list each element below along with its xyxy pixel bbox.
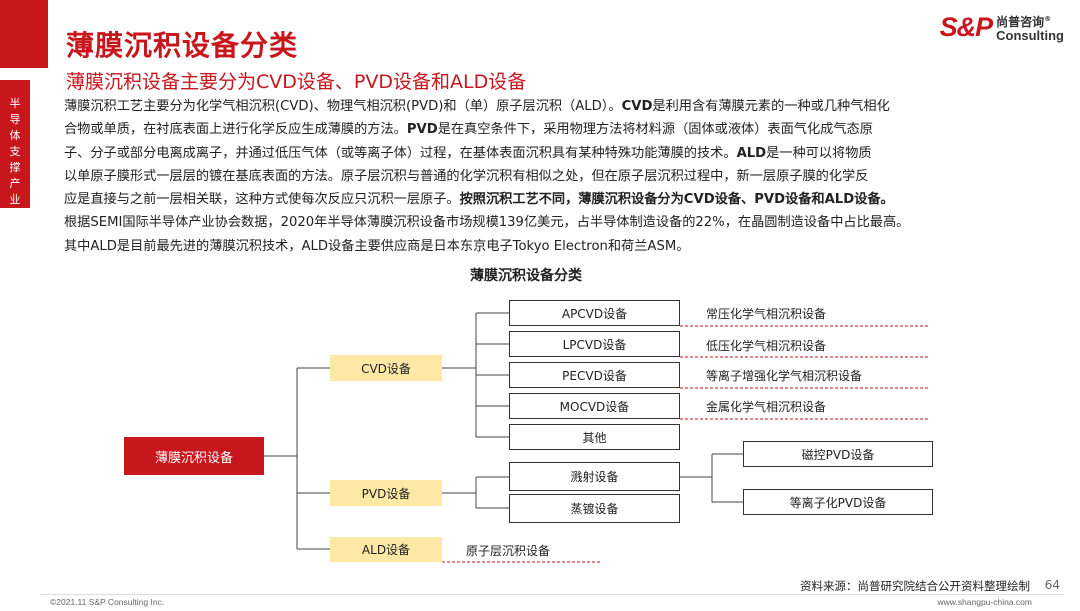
logo-mark: S&P	[939, 12, 994, 42]
cvd-item-mocvd: MOCVD设备	[509, 393, 680, 419]
body-segment: 薄膜沉积工艺主要分为化学气相沉积(CVD)、物理气相沉积(PVD)和（单）原子层…	[64, 99, 622, 114]
website-url: www.shangpu-china.com	[937, 597, 1033, 607]
company-logo: S&P 尚普咨询® Consulting	[940, 12, 1064, 43]
sidebar-char: 半	[9, 97, 21, 110]
cvd-desc-mocvd: 金属化学气相沉积设备	[706, 400, 827, 414]
copyright-text: ©2021.11 S&P Consulting Inc.	[50, 597, 165, 607]
body-segment: 是在真空条件下，采用物理方法将材料源（固体或液体）表面气化成气态原	[437, 122, 873, 138]
pvd-item-sputter: 溅射设备	[509, 462, 680, 491]
ald-desc: 原子层沉积设备	[466, 544, 551, 558]
category-node-pvd: PVD设备	[330, 480, 442, 506]
sidebar-char: 撑	[9, 161, 21, 174]
logo-english-name: Consulting	[996, 28, 1064, 43]
sidebar-char: 业	[9, 193, 21, 206]
top-left-red-bar	[0, 0, 48, 68]
sidebar-char: 支	[9, 145, 21, 158]
body-segment: 其中ALD是目前最先进的薄膜沉积技术，ALD设备主要供应商是日本东京电子Toky…	[64, 238, 690, 254]
diagram-title: 薄膜沉积设备分类	[470, 268, 582, 284]
body-line: 根据SEMI国际半导体产业协会数据，2020年半导体薄膜沉积设备市场规模139亿…	[64, 211, 1044, 234]
body-line: 合物或单质，在衬底表面上进行化学反应生成薄膜的方法。PVD是在真空条件下，采用物…	[64, 118, 1044, 141]
diagram-root-node: 薄膜沉积设备	[124, 437, 264, 475]
sputter-item-magnetron: 磁控PVD设备	[743, 441, 933, 467]
body-segment: 是利用含有薄膜元素的一种或几种气相化	[652, 99, 890, 114]
body-line: 其中ALD是目前最先进的薄膜沉积技术，ALD设备主要供应商是日本东京电子Toky…	[64, 235, 1044, 258]
cvd-desc-lpcvd: 低压化学气相沉积设备	[706, 339, 827, 353]
pvd-item-evaporation: 蒸镀设备	[509, 494, 680, 523]
source-note: 资料来源：尚普研究院结合公开资料整理绘制	[800, 579, 1030, 593]
body-bold-segment: ALD	[736, 145, 767, 161]
cvd-desc-apcvd: 常压化学气相沉积设备	[706, 307, 827, 321]
cvd-desc-pecvd: 等离子增强化学气相沉积设备	[706, 369, 863, 383]
body-segment: 子、分子或部分电离成离子，并通过低压气体（或等离子体）过程，在基体表面沉积具有某…	[64, 145, 737, 161]
cvd-item-other: 其他	[509, 424, 680, 450]
sidebar-char: 产	[9, 177, 21, 190]
footer-divider	[40, 594, 1064, 595]
sidebar-char: 导	[9, 113, 21, 126]
body-bold-segment: PVD	[406, 122, 438, 138]
page-number: 64	[1044, 578, 1060, 592]
body-segment: 应是直接与之前一层相关联，这种方式使每次反应只沉积一层原子。	[64, 192, 460, 208]
body-segment: 合物或单质，在衬底表面上进行化学反应生成薄膜的方法。	[64, 122, 407, 138]
body-line: 应是直接与之前一层相关联，这种方式使每次反应只沉积一层原子。按照沉积工艺不同，薄…	[64, 188, 1044, 211]
cvd-item-pecvd: PECVD设备	[509, 362, 680, 388]
body-line: 子、分子或部分电离成离子，并通过低压气体（或等离子体）过程，在基体表面沉积具有某…	[64, 142, 1044, 165]
body-segment: 是一种可以将物质	[766, 145, 872, 161]
body-line: 薄膜沉积工艺主要分为化学气相沉积(CVD)、物理气相沉积(PVD)和（单）原子层…	[64, 95, 1044, 118]
body-paragraph: 薄膜沉积工艺主要分为化学气相沉积(CVD)、物理气相沉积(PVD)和（单）原子层…	[64, 95, 1044, 258]
body-bold-segment: 按照沉积工艺不同，薄膜沉积设备分为CVD设备、PVD设备和ALD设备。	[459, 192, 894, 208]
category-node-cvd: CVD设备	[330, 355, 442, 381]
sputter-item-plasma: 等离子化PVD设备	[743, 489, 933, 515]
cvd-item-apcvd: APCVD设备	[509, 300, 680, 326]
page-subtitle: 薄膜沉积设备主要分为CVD设备、PVD设备和ALD设备	[66, 71, 527, 93]
body-segment: 根据SEMI国际半导体产业协会数据，2020年半导体薄膜沉积设备市场规模139亿…	[64, 215, 910, 231]
body-line: 以单原子膜形式一层层的镀在基底表面的方法。原子层沉积与普通的化学沉积有相似之处，…	[64, 165, 1044, 188]
category-node-ald: ALD设备	[330, 537, 442, 562]
body-segment: 以单原子膜形式一层层的镀在基底表面的方法。原子层沉积与普通的化学沉积有相似之处，…	[64, 168, 869, 184]
sidebar-char: 体	[9, 129, 21, 142]
sidebar-section-label: 半 导 体 支 撑 产 业	[0, 80, 30, 208]
logo-chinese-name: 尚普咨询®	[996, 15, 1052, 29]
body-bold-segment: CVD	[621, 99, 653, 114]
page-title: 薄膜沉积设备分类	[66, 29, 299, 62]
cvd-item-lpcvd: LPCVD设备	[509, 331, 680, 357]
